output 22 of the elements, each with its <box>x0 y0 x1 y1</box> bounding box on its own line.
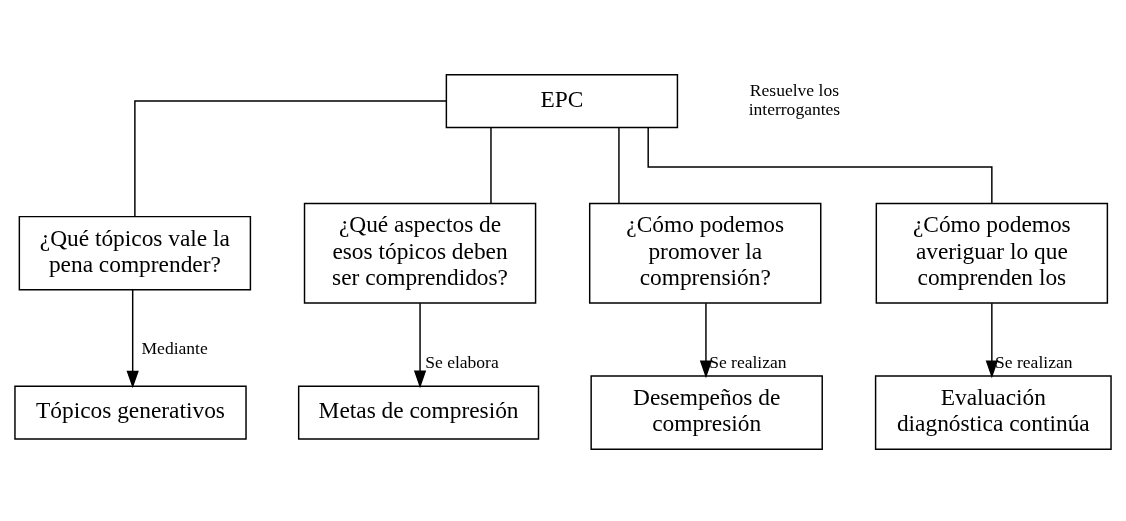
connector <box>618 126 620 204</box>
edge-label: Se realizan <box>709 351 787 372</box>
node-box: EPC <box>445 74 679 129</box>
node-box: ¿Qué aspectos de esos tópicos deben ser comprendidos? <box>303 202 537 304</box>
arrow <box>985 302 998 379</box>
connector <box>490 126 492 204</box>
node-box: ¿Qué tópicos vale la pena comprender? <box>18 215 252 291</box>
node-box: Desempeños de compresión <box>590 375 823 450</box>
node-box: Tópicos generativos <box>14 385 247 440</box>
arrow <box>699 302 713 379</box>
edge-label: Mediante <box>141 338 208 359</box>
connector <box>647 126 993 204</box>
node-box: ¿Cómo podemos promover la comprensión? <box>588 202 822 304</box>
node-box: Evaluación diagnóstica continúa <box>874 375 1112 450</box>
connector <box>134 100 448 218</box>
arrow <box>413 302 427 389</box>
arrow <box>126 289 139 389</box>
node-box: ¿Cómo podemos averiguar lo que comprenden los <box>875 202 1109 304</box>
edge-label: Se elabora <box>425 351 499 372</box>
label: Resuelve los interrogantes <box>748 80 841 120</box>
node-box: Metas de compresión <box>297 385 540 440</box>
edge-label: Se realizan <box>995 351 1073 372</box>
